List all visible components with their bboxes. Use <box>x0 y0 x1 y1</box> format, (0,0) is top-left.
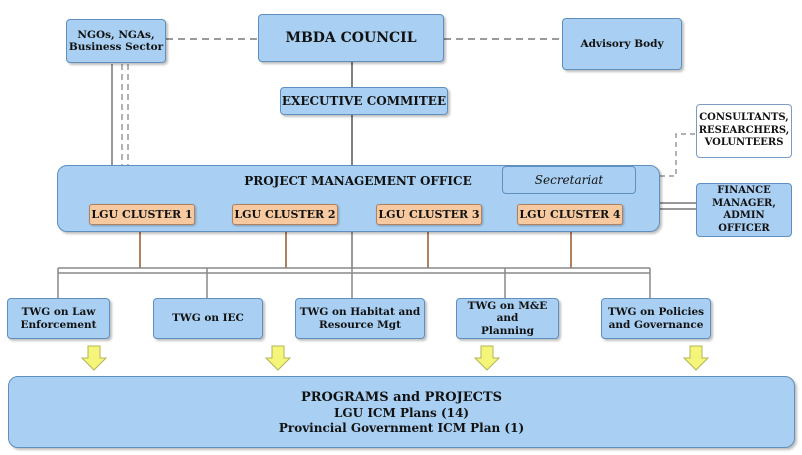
programs-line-2: Provincial Government ICM Plan (1) <box>278 420 525 435</box>
finance-manager-node: FINANCE MANAGER, ADMIN OFFICER <box>696 183 792 237</box>
down-arrow-icon <box>473 345 501 371</box>
pmo-title: PROJECT MANAGEMENT OFFICE <box>244 174 472 188</box>
lgu-cluster-2: LGU CLUSTER 2 <box>232 204 338 225</box>
down-arrow-icon <box>264 345 292 371</box>
twg-iec: TWG on IEC <box>153 298 263 339</box>
executive-committee-node: EXECUTIVE COMMITEE <box>280 87 448 115</box>
secretariat-node: Secretariat <box>502 166 636 194</box>
consultants-node: CONSULTANTS, RESEARCHERS, VOLUNTEERS <box>696 104 792 158</box>
twg-law-enforcement: TWG on Law Enforcement <box>7 298 110 339</box>
twg-me-planning: TWG on M&E and Planning <box>456 298 559 339</box>
twg-policies: TWG on Policies and Governance <box>601 298 711 339</box>
down-arrow-icon <box>682 345 710 371</box>
programs-line-1: LGU ICM Plans (14) <box>333 405 470 420</box>
lgu-cluster-3: LGU CLUSTER 3 <box>376 204 482 225</box>
advisory-body-node: Advisory Body <box>562 18 682 70</box>
ngos-node: NGOs, NGAs, Business Sector <box>66 19 166 63</box>
down-arrow-icon <box>80 345 108 371</box>
twg-habitat: TWG on Habitat and Resource Mgt <box>295 298 425 339</box>
programs-title: PROGRAMS and PROJECTS <box>300 389 503 405</box>
programs-node: PROGRAMS and PROJECTS LGU ICM Plans (14)… <box>8 376 795 448</box>
lgu-cluster-4: LGU CLUSTER 4 <box>517 204 623 225</box>
lgu-cluster-1: LGU CLUSTER 1 <box>89 204 195 225</box>
council-node: MBDA COUNCIL <box>258 14 444 62</box>
